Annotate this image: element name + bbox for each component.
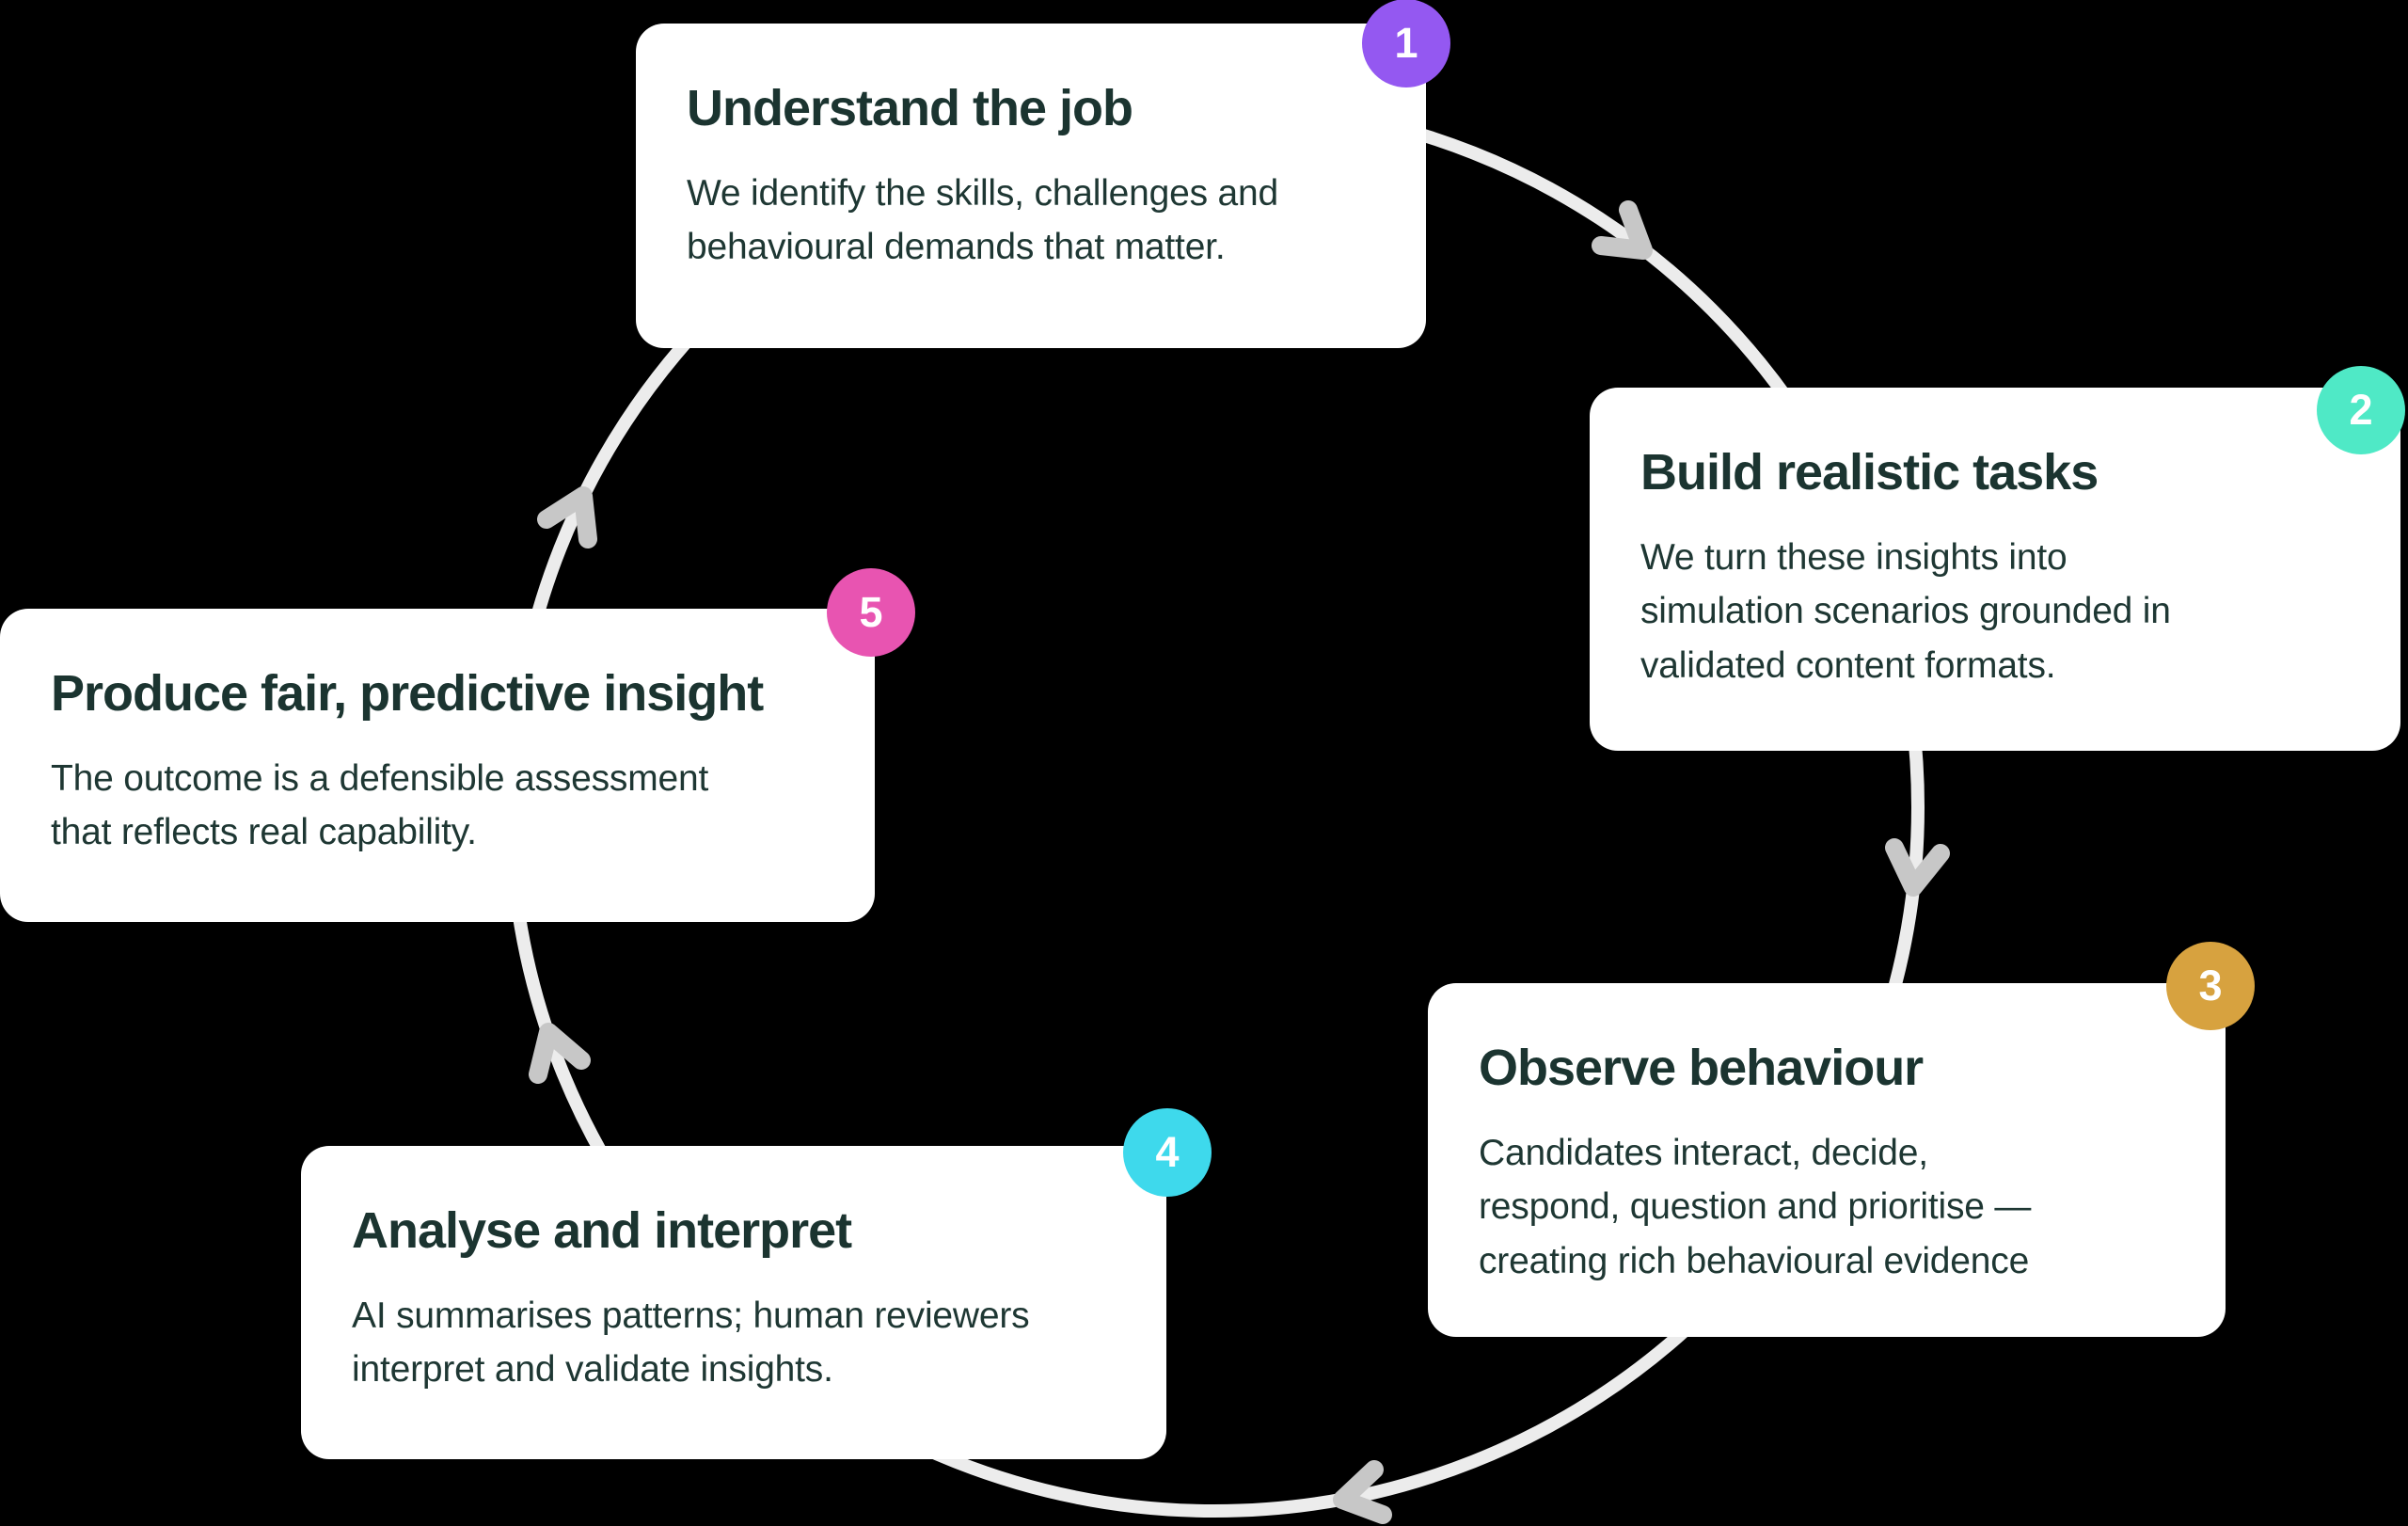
step-description: Candidates interact, decide, respond, qu… [1479,1132,2032,1281]
step-card-analyse-and-interpret: 4 Analyse and interpret AI summarises pa… [301,1108,1212,1459]
arrow-icon [529,1023,591,1084]
step-title: Build realistic tasks [1640,444,2099,501]
step-card-build-realistic-tasks: 2 Build realistic tasks We turn these in… [1590,366,2405,751]
step-description: The outcome is a defensible assessment t… [51,757,709,853]
arrow-icon [537,486,597,548]
step-description: We identify the skills, challenges and b… [687,172,1279,268]
step-description: AI summarises patterns; human reviewers … [352,1295,1030,1391]
step-description: We turn these insights into simulation s… [1640,536,2171,686]
step-card-observe-behaviour: 3 Observe behaviour Candidates interact,… [1428,942,2255,1337]
step-title: Produce fair, predictive insight [51,665,764,722]
step-card-understand-the-job: 1 Understand the job We identify the ski… [636,0,1450,348]
step-number-badge: 2 [2317,366,2405,454]
step-number-badge: 3 [2166,942,2255,1030]
step-number-badge: 4 [1123,1108,1212,1197]
step-title: Observe behaviour [1479,1040,1924,1096]
arrow-icon [1885,838,1950,897]
step-number-badge: 5 [827,568,915,657]
arrow-icon [1592,200,1653,260]
arrow-icon [1333,1460,1392,1524]
step-title: Understand the job [687,80,1133,136]
step-number-badge: 1 [1362,0,1450,87]
step-card-produce-fair-predictive-insight: 5 Produce fair, predictive insight The o… [0,568,915,922]
step-title: Analyse and interpret [352,1202,852,1259]
